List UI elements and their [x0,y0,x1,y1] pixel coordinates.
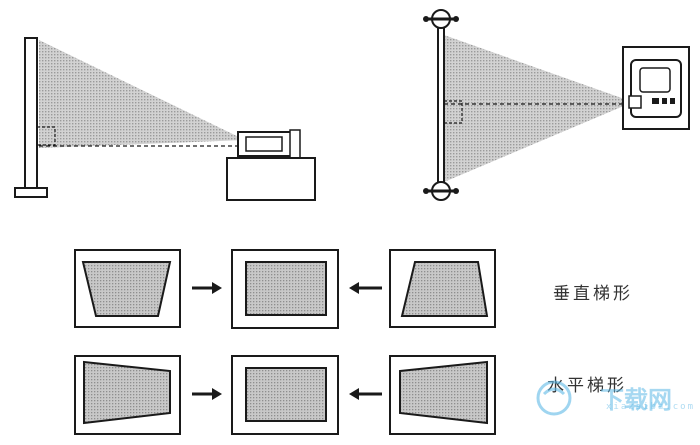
horizontal-keystone-corrected [231,355,339,435]
screen-side [24,37,38,189]
side-view-scene [14,37,316,201]
projector-top [622,46,690,130]
center-marker-side [36,126,56,146]
top-view-scene [423,9,690,201]
vertical-keystone-narrow-top [389,249,496,328]
vertical-keystone-narrow-bottom [74,249,181,328]
watermark-text: 下载网 [600,386,672,414]
arrow-left-icon [349,282,382,294]
arrow-right-icon [192,282,222,294]
watermark-subtext: xiazaiba.com [606,402,696,412]
horizontal-keystone-narrow-right [74,355,181,435]
vertical-keystone-label: 垂直梯形 [553,284,633,304]
arrow-right-icon [192,388,222,400]
screen-top [437,19,445,191]
screen-top-roller-lower [423,181,459,201]
vertical-keystone-corrected [231,249,339,329]
projector-side [237,129,301,159]
vertical-keystone-row [74,249,496,329]
screen-top-roller-upper [423,9,459,29]
projection-beam-top [444,35,633,182]
horizontal-keystone-label: 水平梯形 [547,376,627,396]
projection-beam-side [39,40,245,148]
watermark-logo [536,380,572,416]
screen-side-base [14,187,48,198]
horizontal-keystone-row [74,355,496,435]
projector-table [226,157,316,201]
arrow-left-icon [349,388,382,400]
horizontal-keystone-narrow-left [389,355,496,435]
